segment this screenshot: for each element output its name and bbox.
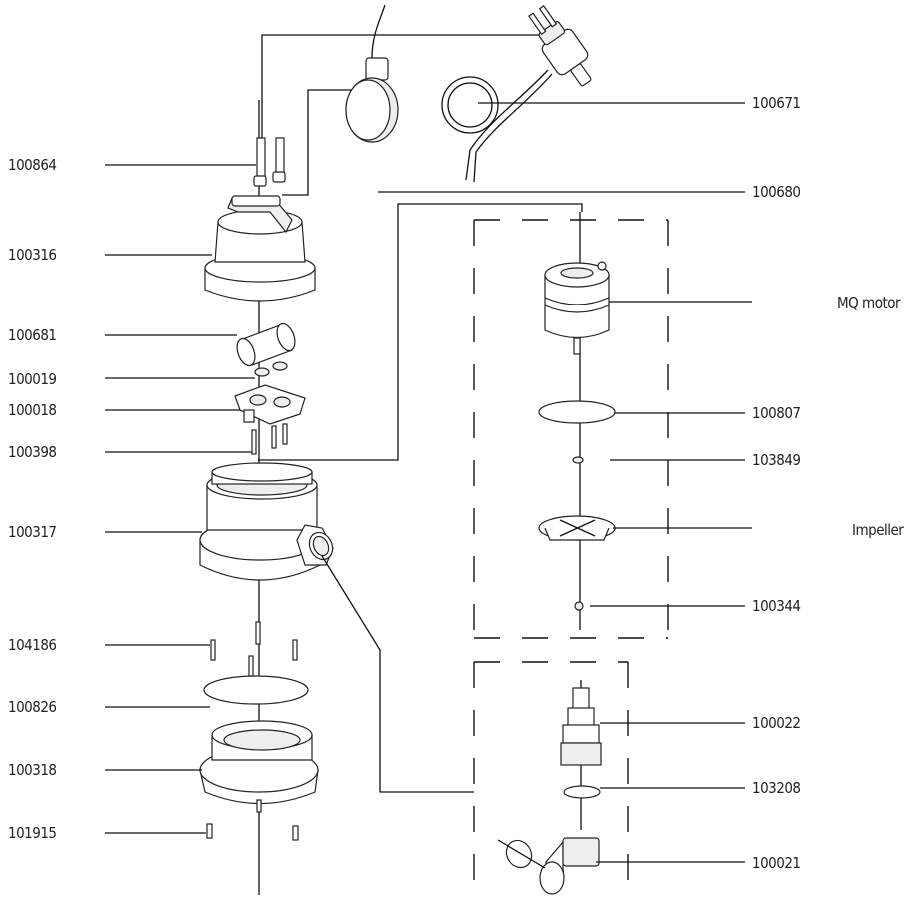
- label-100018: 100018: [8, 401, 57, 419]
- label-104186: 104186: [8, 636, 57, 654]
- label-100019: 100019: [8, 370, 57, 388]
- label-100807: 100807: [752, 404, 801, 422]
- part-100398-screws: [251, 423, 288, 455]
- label-100316: 100316: [8, 246, 57, 264]
- label-100344: 100344: [752, 597, 801, 615]
- motor-link-line: [258, 203, 583, 461]
- label-100398: 100398: [8, 443, 57, 461]
- impeller: [538, 515, 616, 541]
- label-100671: 100671: [752, 94, 801, 112]
- part-100018-bracket: [234, 384, 306, 425]
- part-103208-ring: [563, 785, 601, 799]
- label-101915: 101915: [8, 824, 57, 842]
- part-100344-nut: [574, 601, 584, 611]
- part-100807-ring: [538, 400, 616, 424]
- label-100864: 100864: [8, 156, 57, 174]
- part-100681-cylinder: [236, 322, 296, 367]
- float-switch: [345, 4, 399, 143]
- label-mq-motor: MQ motor: [837, 294, 901, 312]
- part-100826-o-ring: [203, 675, 309, 705]
- label-100680: 100680: [752, 183, 801, 201]
- label-100826: 100826: [8, 698, 57, 716]
- label-100021: 100021: [752, 854, 801, 872]
- float-cable-line: [282, 89, 352, 196]
- motor-group-box: [473, 219, 669, 639]
- part-103849-washer: [572, 456, 584, 464]
- part-100317-pump-housing: [199, 462, 334, 581]
- outlet-group-box: [473, 661, 629, 895]
- part-100318-bottom-base: [199, 720, 319, 805]
- mq-motor: [544, 261, 610, 355]
- label-100318: 100318: [8, 761, 57, 779]
- label-impeller: Impeller: [852, 521, 904, 539]
- label-100317: 100317: [8, 523, 57, 541]
- part-100864-pins: [253, 137, 286, 187]
- outlet-link-line: [321, 555, 474, 793]
- label-103849: 103849: [752, 451, 801, 469]
- part-100316-top-cover: [204, 195, 316, 302]
- power-plug: [528, 5, 592, 87]
- part-100022-hose-connector: [560, 687, 602, 766]
- label-103208: 103208: [752, 779, 801, 797]
- label-100022: 100022: [752, 714, 801, 732]
- part-104186-screws: [210, 621, 298, 677]
- part-100019-grommets: [254, 361, 288, 377]
- label-100681: 100681: [8, 326, 57, 344]
- power-cable-line: [261, 34, 545, 165]
- part-100021-elbow: [497, 837, 600, 895]
- coiled-cable: [441, 69, 553, 183]
- part-101915-screws: [206, 799, 299, 841]
